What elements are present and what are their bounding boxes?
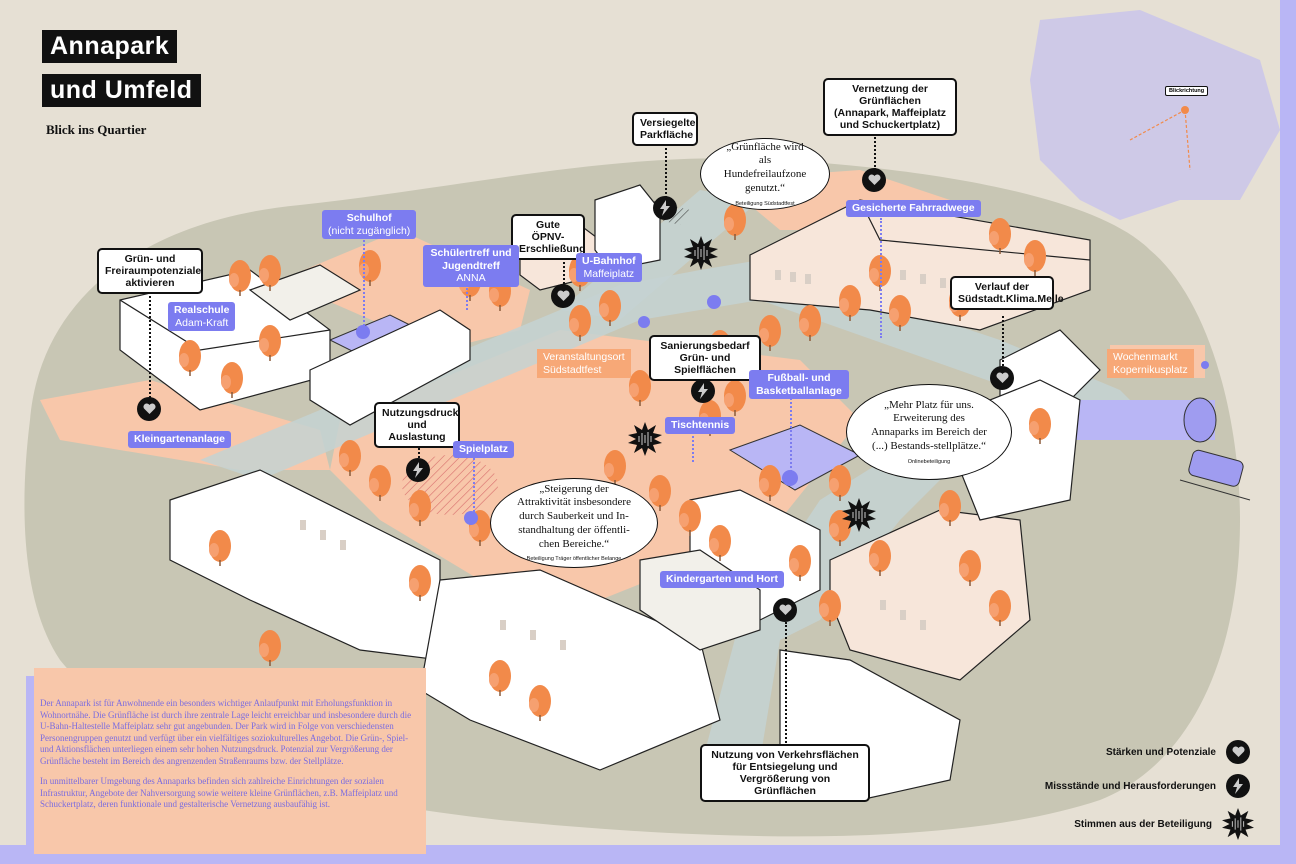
callout-verkehrsflaechen: Nutzung von Verkehrsflächen für Entsiege… — [700, 744, 870, 803]
legend-stimmen: Stimmen aus der Beteiligung — [1074, 808, 1254, 840]
schuelertreff-sub: ANNA — [456, 272, 486, 285]
legend-staerken: Stärken und Potenziale — [1106, 740, 1250, 764]
legend-label: Stärken und Potenziale — [1105, 746, 1216, 758]
page-subtitle: Blick ins Quartier — [46, 122, 147, 137]
realschule-sub: Adam-Kraft — [175, 316, 229, 329]
heart-icon — [1226, 740, 1250, 764]
ubahnhof-sub: Maffeiplatz — [583, 267, 635, 280]
connector-verkehr — [785, 622, 787, 746]
callout-versiegelte-parkflaeche: Versiegelte Parkfläche — [632, 112, 698, 147]
heart-icon — [773, 598, 797, 622]
minimap-label: Blickrichtung — [1165, 86, 1209, 96]
connector-fussball — [790, 395, 792, 475]
callout-gruen-freiraum: Grün- und Freiraumpotenziale aktivieren — [97, 248, 203, 295]
quote-source: Beteiligung Südstadtfest — [735, 200, 795, 207]
connector-fahrradwege — [880, 218, 882, 338]
label-ubahnhof: U-Bahnhof Maffeiplatz — [576, 253, 642, 283]
heart-icon — [862, 168, 886, 192]
schuelertreff-title: Schülertreff und Jugendtreff — [430, 247, 512, 272]
info-paragraph-2: In unmittelbarer Umgebung des Annaparks … — [40, 776, 398, 810]
label-tischtennis: Tischtennis — [665, 417, 736, 434]
quote-bubble-attraktivitaet: „Steigerung der Attraktivität insbesonde… — [490, 478, 658, 568]
legend-missstaende: Missstände und Herausforderungen — [1045, 774, 1250, 798]
connector-oepnv — [563, 242, 565, 284]
heart-icon — [990, 366, 1014, 390]
callout-klimameile: Verlauf der Südstadt.Klima.Meile — [950, 276, 1064, 311]
info-panel: Der Annapark ist für Anwohnende ein beso… — [34, 668, 426, 854]
quote-text: „Mehr Platz für uns. Erweiterung des Ann… — [871, 398, 987, 452]
legend-label: Stimmen aus der Beteiligung — [1074, 818, 1212, 830]
quote-bubble-hundefreilauf: „Grünfläche wird als Hundefreilaufzone g… — [700, 138, 830, 210]
burst-icon — [1222, 808, 1254, 840]
veranstaltungsort-title: Veranstaltungsort — [543, 351, 625, 363]
label-kindergarten: Kindergarten und Hort — [660, 571, 784, 588]
wochenmarkt-title: Wochenmarkt — [1113, 351, 1178, 363]
connector-schulhof — [363, 240, 365, 330]
schulhof-sub: (nicht zugänglich) — [328, 224, 411, 237]
schulhof-title: Schulhof — [346, 212, 392, 224]
label-wochenmarkt: Wochenmarkt Kopernikusplatz — [1107, 349, 1194, 379]
quote-source: Beteiligung Träger öffentlicher Belange — [526, 556, 622, 563]
connector-schuelertreff — [466, 280, 468, 310]
burst-icon — [842, 498, 876, 532]
veranstaltungsort-sub: Südstadtfest — [543, 363, 602, 376]
wochenmarkt-sub: Kopernikusplatz — [1113, 363, 1188, 376]
label-kleingartenanlage: Kleingartenanlage — [128, 431, 232, 448]
lightning-icon — [653, 196, 677, 220]
label-spielplatz: Spielplatz — [453, 441, 515, 458]
page-title-line1: Annapark — [42, 30, 178, 63]
burst-icon — [684, 236, 718, 270]
label-schulhof: Schulhof (nicht zugänglich) — [322, 210, 417, 240]
burst-icon — [628, 422, 662, 456]
label-schuelertreff: Schülertreff und Jugendtreff ANNA — [423, 245, 519, 287]
ubahnhof-title: U-Bahnhof — [582, 255, 636, 267]
quote-bubble-mehr-platz: „Mehr Platz für uns. Erweiterung des Ann… — [846, 384, 1012, 480]
label-fussball: Fußball- und Basketballanlage — [749, 370, 849, 400]
callout-sanierung: Sanierungsbedarf Grün- und Spielflächen — [649, 335, 761, 382]
label-veranstaltungsort: Veranstaltungsort Südstadtfest — [537, 349, 631, 379]
connector-tischtennis — [692, 432, 694, 462]
connector-vernetzung — [874, 118, 876, 170]
callout-oepnv: Gute ÖPNV-Erschließung — [511, 214, 586, 261]
label-realschule: Realschule Adam-Kraft — [168, 302, 236, 332]
minimap-district — [1030, 10, 1280, 220]
connector-spielplatz — [473, 458, 475, 516]
realschule-title: Realschule — [174, 304, 230, 316]
lightning-icon — [691, 379, 715, 403]
page-title-line2: und Umfeld — [42, 74, 201, 107]
callout-vernetzung: Vernetzung der Grünflächen (Annapark, Ma… — [823, 78, 957, 137]
connector-klimameile — [1002, 316, 1004, 366]
lightning-icon — [1226, 774, 1250, 798]
callout-nutzungsdruck: Nutzungsdruck und Auslastung — [374, 402, 460, 449]
quote-text: „Grünfläche wird als Hundefreilaufzone g… — [723, 140, 807, 194]
heart-icon — [551, 284, 575, 308]
lightning-icon — [406, 458, 430, 482]
legend-label: Missstände und Herausforderungen — [1044, 780, 1216, 792]
info-paragraph-1: Der Annapark ist für Anwohnende ein beso… — [40, 698, 412, 766]
quote-text: „Steigerung der Attraktivität insbesonde… — [517, 482, 631, 550]
quote-source: Onlinebeteiligung — [907, 458, 951, 465]
connector-gruen — [149, 288, 151, 398]
heart-icon — [137, 397, 161, 421]
connector-versiegelt — [665, 140, 667, 198]
label-fahrradwege: Gesicherte Fahrradwege — [846, 200, 981, 217]
